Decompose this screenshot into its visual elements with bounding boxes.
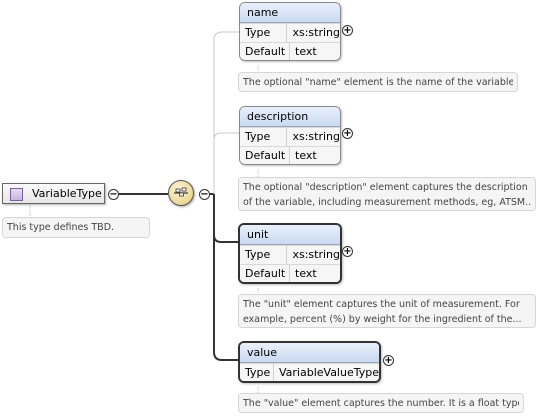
element-name-expand-icon[interactable]: + [342,25,353,36]
type-key: Type [240,246,288,264]
element-value-annotation: The "value" element captures the number.… [238,393,524,413]
annotation-line: of the variable, including measurement m… [243,197,531,208]
element-unit-expand-icon[interactable]: + [342,246,353,257]
annotation-line: The optional "description" element captu… [243,182,528,193]
element-value-box[interactable]: value Type VariableValueType [238,341,381,383]
element-description-box[interactable]: description Type xs:string Default text [239,106,341,165]
sequence-compositor-icon[interactable] [168,180,194,206]
element-unit-title: unit [240,225,340,245]
element-description-expand-icon[interactable]: + [342,128,353,139]
root-annotation-text: This type defines TBD. [7,222,115,233]
element-name-annotation: The optional "name" element is the name … [238,72,518,92]
type-value: xs:string [292,26,340,39]
sequence-symbol-icon [174,187,188,197]
complex-type-icon [10,188,23,201]
element-name-type-row: Type xs:string [240,23,340,42]
type-key: Type [240,24,288,42]
annotation-line: The optional "name" element is the name … [243,77,513,88]
annotation-line: The "unit" element captures the unit of … [243,299,520,310]
element-value-expand-icon[interactable]: + [383,355,394,366]
root-type-name: VariableType [32,187,102,200]
element-unit-default-row: Default text [240,264,340,282]
root-annotation: This type defines TBD. [2,217,150,238]
root-type-box[interactable]: VariableType [2,183,105,204]
default-key: Default [240,147,290,164]
type-value: xs:string [292,130,340,143]
annotation-line: example, percent (%) by weight for the i… [243,314,522,325]
type-value: xs:string [292,248,340,261]
element-value-type-row: Type VariableValueType [240,363,379,381]
compositor-collapse-icon[interactable]: − [199,189,210,200]
default-key: Default [240,265,290,282]
element-name-default-row: Default text [240,42,340,60]
default-value: text [295,267,317,280]
default-value: text [295,45,317,58]
annotation-line: The "value" element captures the number.… [243,398,519,409]
element-value-title: value [240,343,379,363]
element-unit-box[interactable]: unit Type xs:string Default text [238,223,342,284]
default-value: text [295,149,317,162]
type-key: Type [240,364,274,381]
element-description-default-row: Default text [240,146,340,164]
element-description-title: description [240,107,340,127]
type-key: Type [240,128,288,146]
element-unit-type-row: Type xs:string [240,245,340,264]
default-key: Default [240,43,290,60]
element-description-type-row: Type xs:string [240,127,340,146]
type-value: VariableValueType [278,366,379,379]
element-description-annotation: The optional "description" element captu… [238,177,536,211]
element-name-title: name [240,3,340,23]
element-unit-annotation: The "unit" element captures the unit of … [238,294,536,328]
element-name-box[interactable]: name Type xs:string Default text [239,2,341,61]
root-collapse-icon[interactable]: − [108,189,119,200]
